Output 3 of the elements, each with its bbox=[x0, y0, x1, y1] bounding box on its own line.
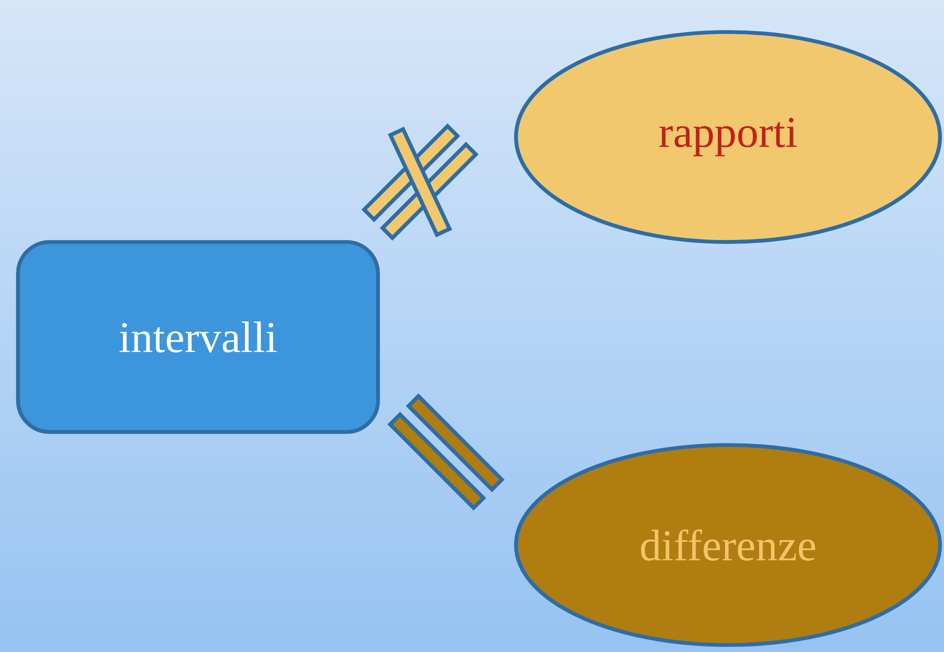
ellipse-node: differenze bbox=[514, 443, 942, 647]
ellipse-node: rapporti bbox=[514, 30, 942, 244]
process-box: intervalli bbox=[16, 240, 380, 434]
